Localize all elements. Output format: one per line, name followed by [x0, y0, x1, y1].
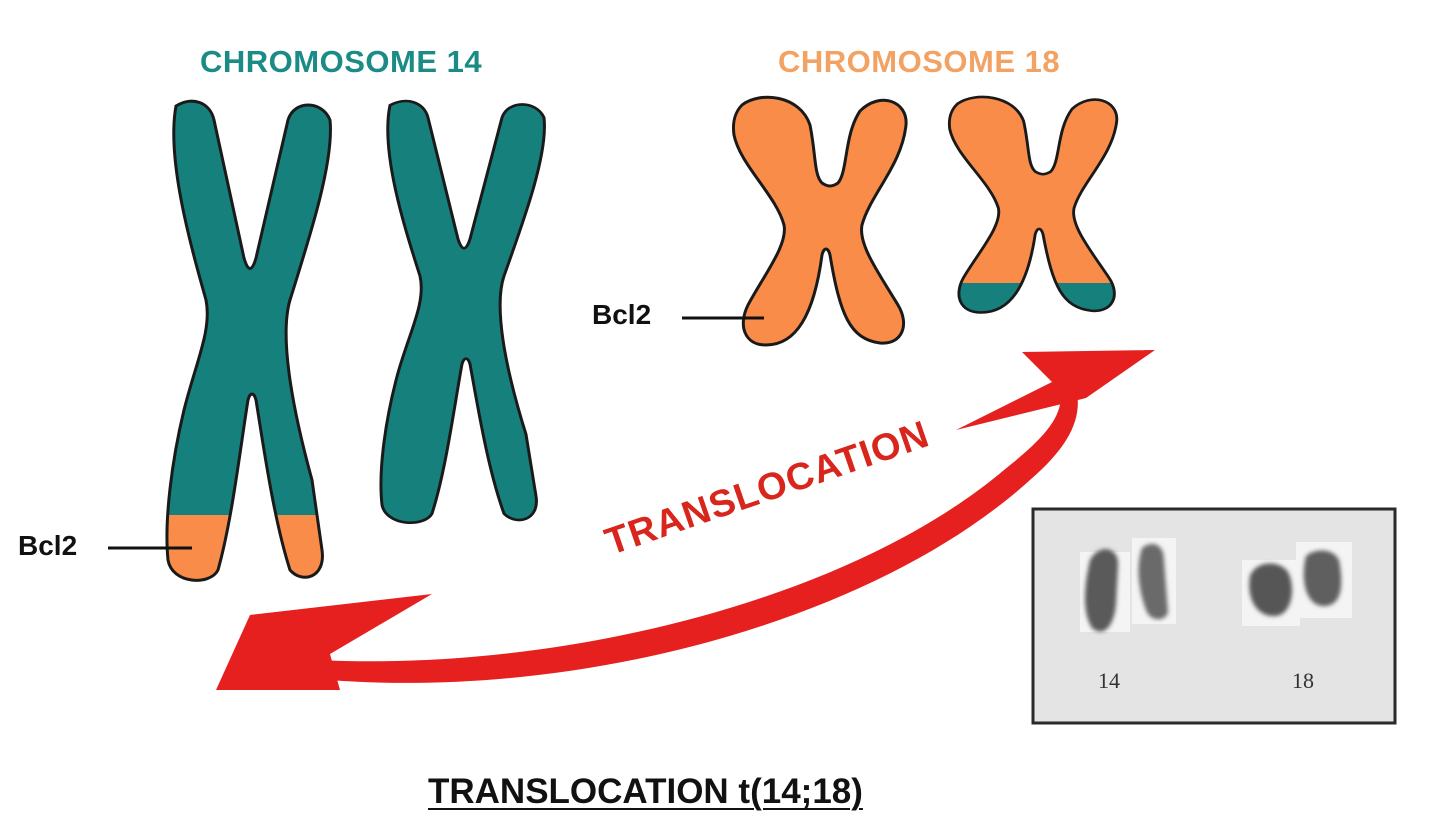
bcl2-label-chr18: Bcl2: [592, 299, 652, 330]
diagram-title: TRANSLOCATION t(14;18): [428, 772, 863, 811]
bcl2-label-chr14: Bcl2: [18, 530, 78, 561]
heading-chromosome-18: CHROMOSOME 18: [778, 44, 1061, 79]
chromosome-18-left: [731, 95, 908, 347]
chromosome-18-right: [947, 95, 1119, 314]
translocation-arrow: [216, 350, 1155, 690]
karyotype-label-18: 18: [1292, 668, 1314, 693]
chromosome-14-left: [165, 99, 332, 582]
karyotype-label-14: 14: [1098, 668, 1120, 693]
heading-chromosome-14: CHROMOSOME 14: [200, 44, 483, 79]
chromosome-14-right: [379, 99, 546, 525]
karyotype-photo: [1031, 507, 1397, 725]
